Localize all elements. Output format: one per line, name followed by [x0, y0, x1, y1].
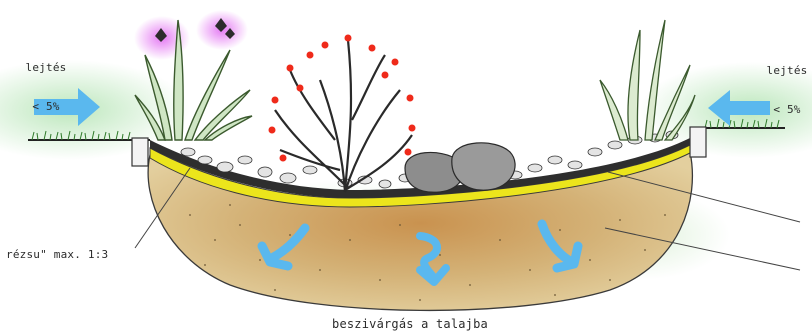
side-slope-label: rézsu" max. 1:3 — [6, 248, 108, 261]
berry-shrub — [269, 35, 416, 193]
slope-left-line2: < 5% — [18, 100, 74, 113]
slope-left-line1: lejtés — [18, 61, 74, 74]
slope-label-left: lejtés < 5% — [18, 35, 74, 126]
slope-right-line2: < 5% — [762, 103, 812, 116]
slope-right-line1: lejtés — [762, 64, 812, 77]
boulders — [405, 143, 515, 192]
slope-label-right: lejtés < 5% — [762, 38, 812, 129]
left-curb — [132, 138, 148, 166]
right-curb — [690, 127, 706, 157]
infiltration-label: beszivárgás a talajba — [300, 318, 520, 331]
iris-plant — [134, 10, 252, 140]
